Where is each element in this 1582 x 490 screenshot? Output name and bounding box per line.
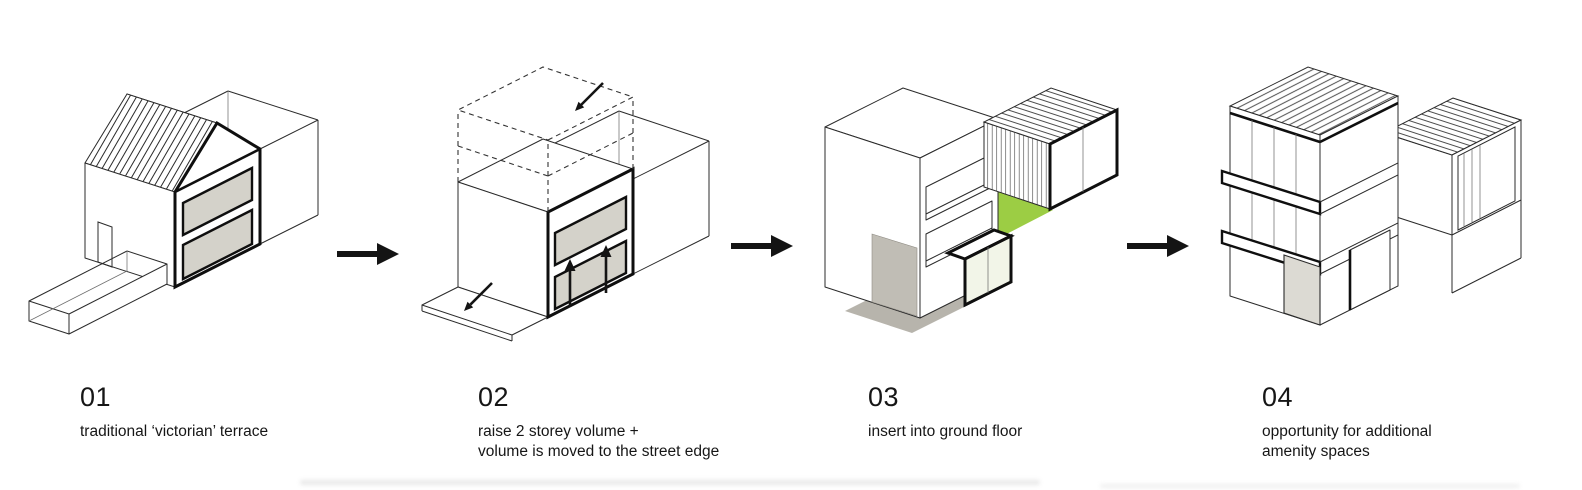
step-03-drawing: [810, 85, 1150, 345]
raise-arrows: [464, 82, 612, 311]
arrow-diagonal-icon: [575, 101, 585, 111]
step-04-caption: 04 opportunity for additional amenity sp…: [1262, 384, 1432, 463]
first-floor-room: [181, 166, 254, 237]
inserted-frame: [1048, 107, 1119, 212]
open-frame: [1457, 126, 1516, 231]
step-number: 03: [868, 382, 900, 412]
ground-floor-room: [181, 208, 254, 281]
step-01-drawing: [25, 32, 345, 342]
final-scheme-axonometric: [1220, 66, 1523, 326]
step-caption-line: volume is moved to the street edge: [478, 443, 720, 461]
section-cut: [173, 120, 262, 290]
step-03-caption: 03 insert into ground floor: [868, 384, 1022, 442]
step-02-drawing: [420, 55, 750, 345]
step-caption-line: traditional ‘victorian’ terrace: [80, 423, 269, 440]
step-caption-line: insert into ground floor: [868, 423, 1023, 440]
arrow-up-icon: [564, 259, 576, 271]
arrow-diagonal-icon: [464, 301, 474, 311]
arrow-right-icon: [731, 231, 793, 261]
rear-pavilion: [982, 87, 1119, 212]
step-number: 04: [1262, 382, 1294, 412]
ground-floor-opening: [1283, 254, 1321, 326]
step-caption-line: raise 2 storey volume +: [478, 423, 639, 440]
step-04-drawing: [1200, 50, 1545, 350]
street-plinth: [421, 286, 549, 342]
arrow-up-icon: [600, 245, 612, 257]
entrance-void: [871, 233, 918, 317]
raised-volume-axonometric: [421, 66, 710, 342]
step-01-caption: 01 traditional ‘victorian’ terrace: [80, 384, 268, 442]
first-floor-room: [553, 195, 628, 267]
step-number: 01: [80, 382, 112, 412]
arrow-right-icon: [1127, 231, 1189, 261]
step-caption-line: amenity spaces: [1262, 443, 1370, 461]
step-number: 02: [478, 382, 510, 412]
front-door: [97, 221, 113, 268]
scan-smudge: [1100, 484, 1520, 488]
step-02-caption: 02 raise 2 storey volume + volume is mov…: [478, 384, 719, 463]
rear-amenity-volume: [1382, 97, 1523, 294]
ground-floor-insertion-axonometric: [824, 87, 1119, 333]
step-caption-line: opportunity for additional: [1262, 423, 1432, 440]
dashed-raised-volume: [456, 66, 635, 212]
scan-smudge: [300, 480, 1040, 485]
ground-floor-room: [553, 239, 628, 311]
main-tower: [1220, 66, 1400, 326]
glazing-mullions: [1251, 120, 1297, 254]
arrow-right-icon: [337, 239, 399, 269]
rear-yard-walls: [28, 250, 168, 335]
victorian-terrace-axonometric: [28, 90, 319, 335]
inserted-ground-box: [944, 228, 1015, 308]
